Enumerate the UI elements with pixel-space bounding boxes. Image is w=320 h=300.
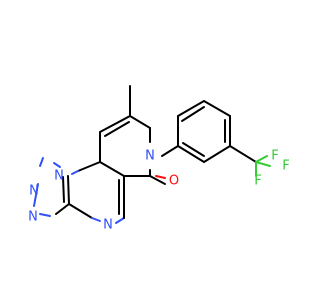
bond	[155, 175, 166, 179]
bond	[149, 175, 166, 185]
atom-label-n: N	[54, 169, 64, 184]
atom-label-o: O	[169, 174, 179, 189]
atom-label-n: N	[103, 218, 113, 233]
atom-label-n: N	[29, 184, 39, 199]
bond	[203, 100, 231, 117]
bond	[91, 217, 101, 222]
bond	[77, 161, 101, 172]
bond	[203, 145, 231, 163]
bond	[255, 161, 271, 167]
atom-label-f: F	[254, 174, 261, 189]
bond	[177, 100, 205, 117]
bond	[255, 155, 268, 163]
bond	[99, 115, 131, 133]
bond	[33, 183, 39, 207]
bond	[181, 106, 205, 122]
bond	[115, 217, 125, 224]
bonds	[33, 85, 271, 224]
bond	[229, 145, 257, 163]
bond	[182, 142, 205, 157]
molecule-structure-diagram: N N N N N O F F F	[28, 85, 290, 233]
atom-label-f: F	[271, 149, 278, 164]
bond	[39, 157, 44, 167]
bond	[53, 162, 61, 168]
bond	[71, 170, 79, 175]
bond	[62, 176, 65, 203]
bond	[39, 213, 51, 217]
bond	[177, 145, 205, 163]
atom-label-n: N	[28, 210, 38, 225]
bond	[129, 115, 151, 129]
bond	[67, 175, 70, 205]
atom-label-f: F	[282, 159, 289, 174]
bond	[55, 203, 70, 215]
bond	[68, 203, 93, 219]
bond	[104, 121, 130, 137]
bond	[99, 161, 125, 177]
atom-labels: N N N N N O F F F	[28, 149, 290, 233]
atom-label-n: N	[145, 149, 155, 164]
bond	[161, 145, 179, 157]
